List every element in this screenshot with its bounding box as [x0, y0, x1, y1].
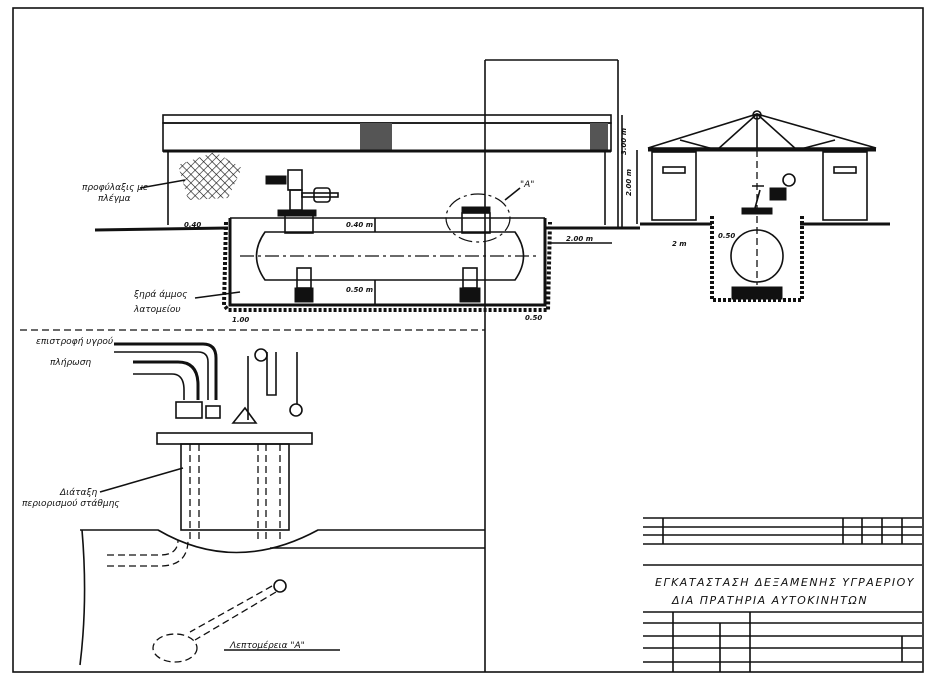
tank-section-view: 2 m 0.50 2.00 m: [625, 110, 890, 302]
protective-mesh: [178, 152, 242, 200]
drawing-title-line-1: ΕΓΚΑΤΑΣΤΑΣΗ ΔΕΞΑΜΕΝΗΣ ΥΓΡΑΕΡΙΟΥ: [655, 576, 915, 589]
drawing-border: [12, 7, 924, 673]
title-block: ΕΓΚΑΤΑΣΤΑΣΗ ΔΕΞΑΜΕΝΗΣ ΥΓΡΑΕΡΙΟΥ ΔΙΑ ΠΡΑΤ…: [643, 517, 922, 672]
svg-text:2.00 m: 2.00 m: [566, 235, 593, 243]
pump-icon: [752, 173, 796, 209]
float-ball: [152, 633, 198, 663]
kiosk-door: [651, 151, 697, 221]
valve-icon: [205, 405, 221, 419]
tank-body: [255, 231, 525, 281]
fill-label: πλήρωση: [50, 358, 91, 368]
svg-text:0.40 m: 0.40 m: [346, 221, 373, 229]
drawing-title-line-2: ΔΙΑ ΠΡΑΤΗΡΙΑ ΑΥΤΟΚΙΝΗΤΩΝ: [671, 594, 868, 607]
svg-text:1.00: 1.00: [232, 316, 249, 324]
level-limiter-label: Διάταξη: [59, 488, 98, 498]
svg-text:πλέγμα: πλέγμα: [98, 193, 131, 204]
valve-icon: [175, 401, 203, 419]
pump-assembly-icon: [265, 169, 339, 217]
sand-label: ξηρά άμμος: [133, 290, 187, 300]
canopy-truss: [647, 113, 877, 149]
manhole-flange: [156, 432, 313, 445]
detail-marker: "A": [520, 180, 534, 190]
thermometer-gauge-icon: [289, 403, 303, 417]
svg-text:0.50 m: 0.50 m: [346, 286, 373, 294]
svg-text:3.00 m: 3.00 m: [620, 128, 628, 155]
kiosk-door: [822, 151, 868, 221]
detail-a-callout: [445, 193, 511, 243]
tank-elevation-view: "A" προφύλαξις με πλέγμα ξηρά άμμος λατο…: [82, 114, 640, 324]
tank-support: [296, 267, 312, 289]
tank-support: [462, 267, 478, 289]
svg-text:περιορισμού στάθμης: περιορισμού στάθμης: [22, 499, 120, 509]
pressure-gauge-icon: [254, 348, 268, 362]
canopy-roof: [162, 114, 612, 124]
svg-text:0.40: 0.40: [184, 221, 201, 229]
mesh-label: προφύλαξις με: [82, 183, 148, 193]
detail-caption: Λεπτομέρεια "Α": [229, 640, 305, 651]
svg-text:0.50: 0.50: [718, 232, 735, 240]
svg-text:0.50: 0.50: [525, 314, 542, 322]
ground-line: [94, 226, 640, 232]
svg-text:2 m: 2 m: [672, 240, 687, 248]
svg-text:λατομείου: λατομείου: [133, 305, 181, 315]
float-pivot: [273, 579, 287, 593]
fill-pipe: [133, 360, 200, 400]
tank-pit: [228, 218, 547, 307]
tank-top-outline: [80, 529, 485, 554]
detail-a-view: επιστροφή υγρού πλήρωση Διάταξη περιορισ…: [22, 337, 485, 666]
return-pipe: [114, 342, 218, 400]
manhole-neck: [180, 443, 290, 531]
return-label: επιστροφή υγρού: [36, 337, 113, 347]
svg-text:2.00 m: 2.00 m: [625, 169, 633, 196]
